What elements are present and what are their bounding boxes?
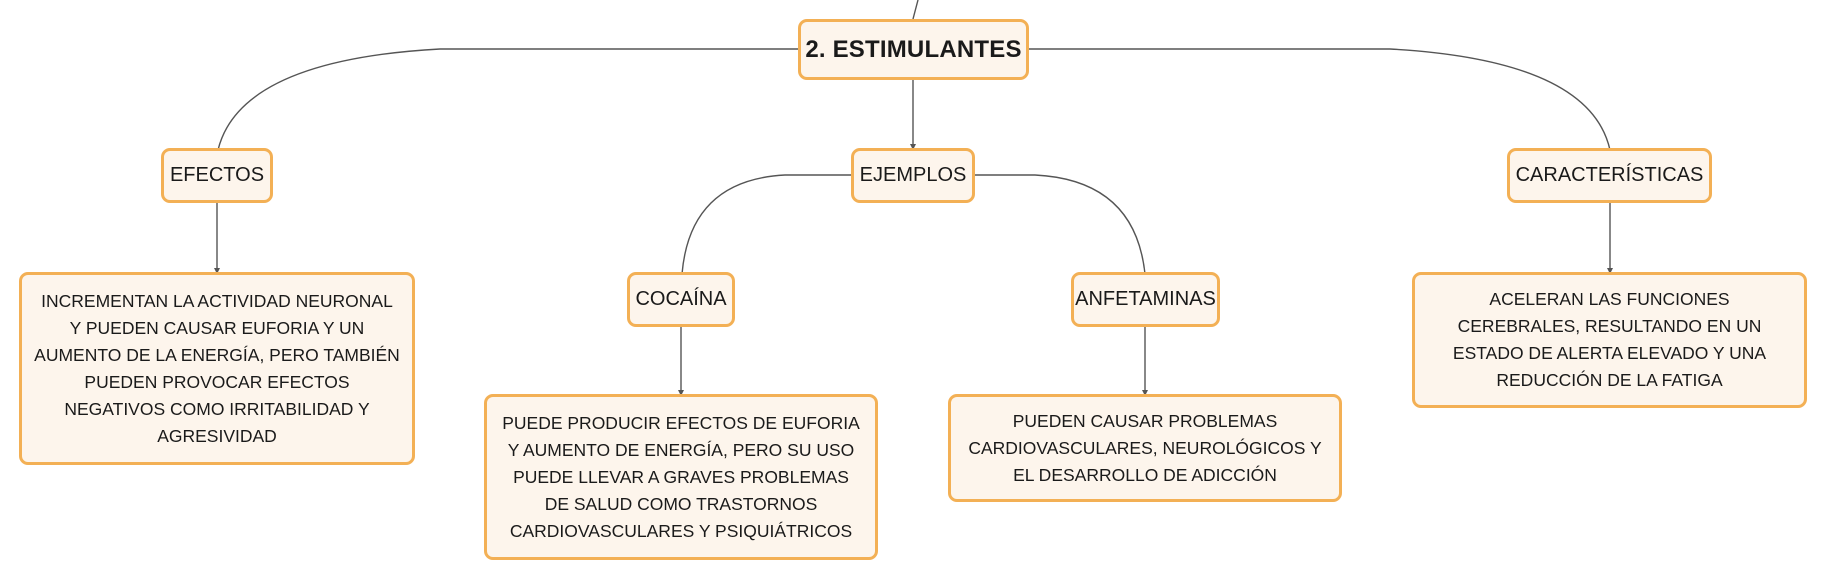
node-anfetaminas[interactable]: ANFETAMINAS — [1071, 272, 1220, 327]
connector-from-above — [912, 0, 919, 20]
detail-cocaina[interactable]: PUEDE PRODUCIR EFECTOS DE EUFORIA Y AUME… — [484, 394, 878, 560]
node-ejemplos[interactable]: EJEMPLOS — [851, 148, 975, 203]
connector-root-efectos — [217, 48, 801, 151]
detail-caracteristicas[interactable]: ACELERAN LAS FUNCIONES CEREBRALES, RESUL… — [1412, 272, 1807, 408]
arrowhead-efectos — [214, 268, 220, 274]
arrowhead-cocaina-detail — [678, 390, 684, 396]
node-caracteristicas[interactable]: CARACTERÍSTICAS — [1507, 148, 1712, 203]
root-node-estimulantes[interactable]: 2. ESTIMULANTES — [798, 19, 1029, 80]
arrowhead-ejemplos — [910, 144, 916, 150]
connector-root-caracteristicas — [1027, 48, 1611, 151]
connector-ejemplos-anfetaminas — [973, 174, 1146, 275]
arrowhead-anfetaminas-detail — [1142, 390, 1148, 396]
arrowhead-caracteristicas-detail — [1607, 268, 1613, 274]
connector-ejemplos-cocaina — [681, 174, 853, 275]
detail-efectos[interactable]: INCREMENTAN LA ACTIVIDAD NEURONAL Y PUED… — [19, 272, 415, 465]
node-efectos[interactable]: EFECTOS — [161, 148, 273, 203]
detail-anfetaminas[interactable]: PUEDEN CAUSAR PROBLEMAS CARDIOVASCULARES… — [948, 394, 1342, 502]
node-cocaina[interactable]: COCAÍNA — [627, 272, 735, 327]
